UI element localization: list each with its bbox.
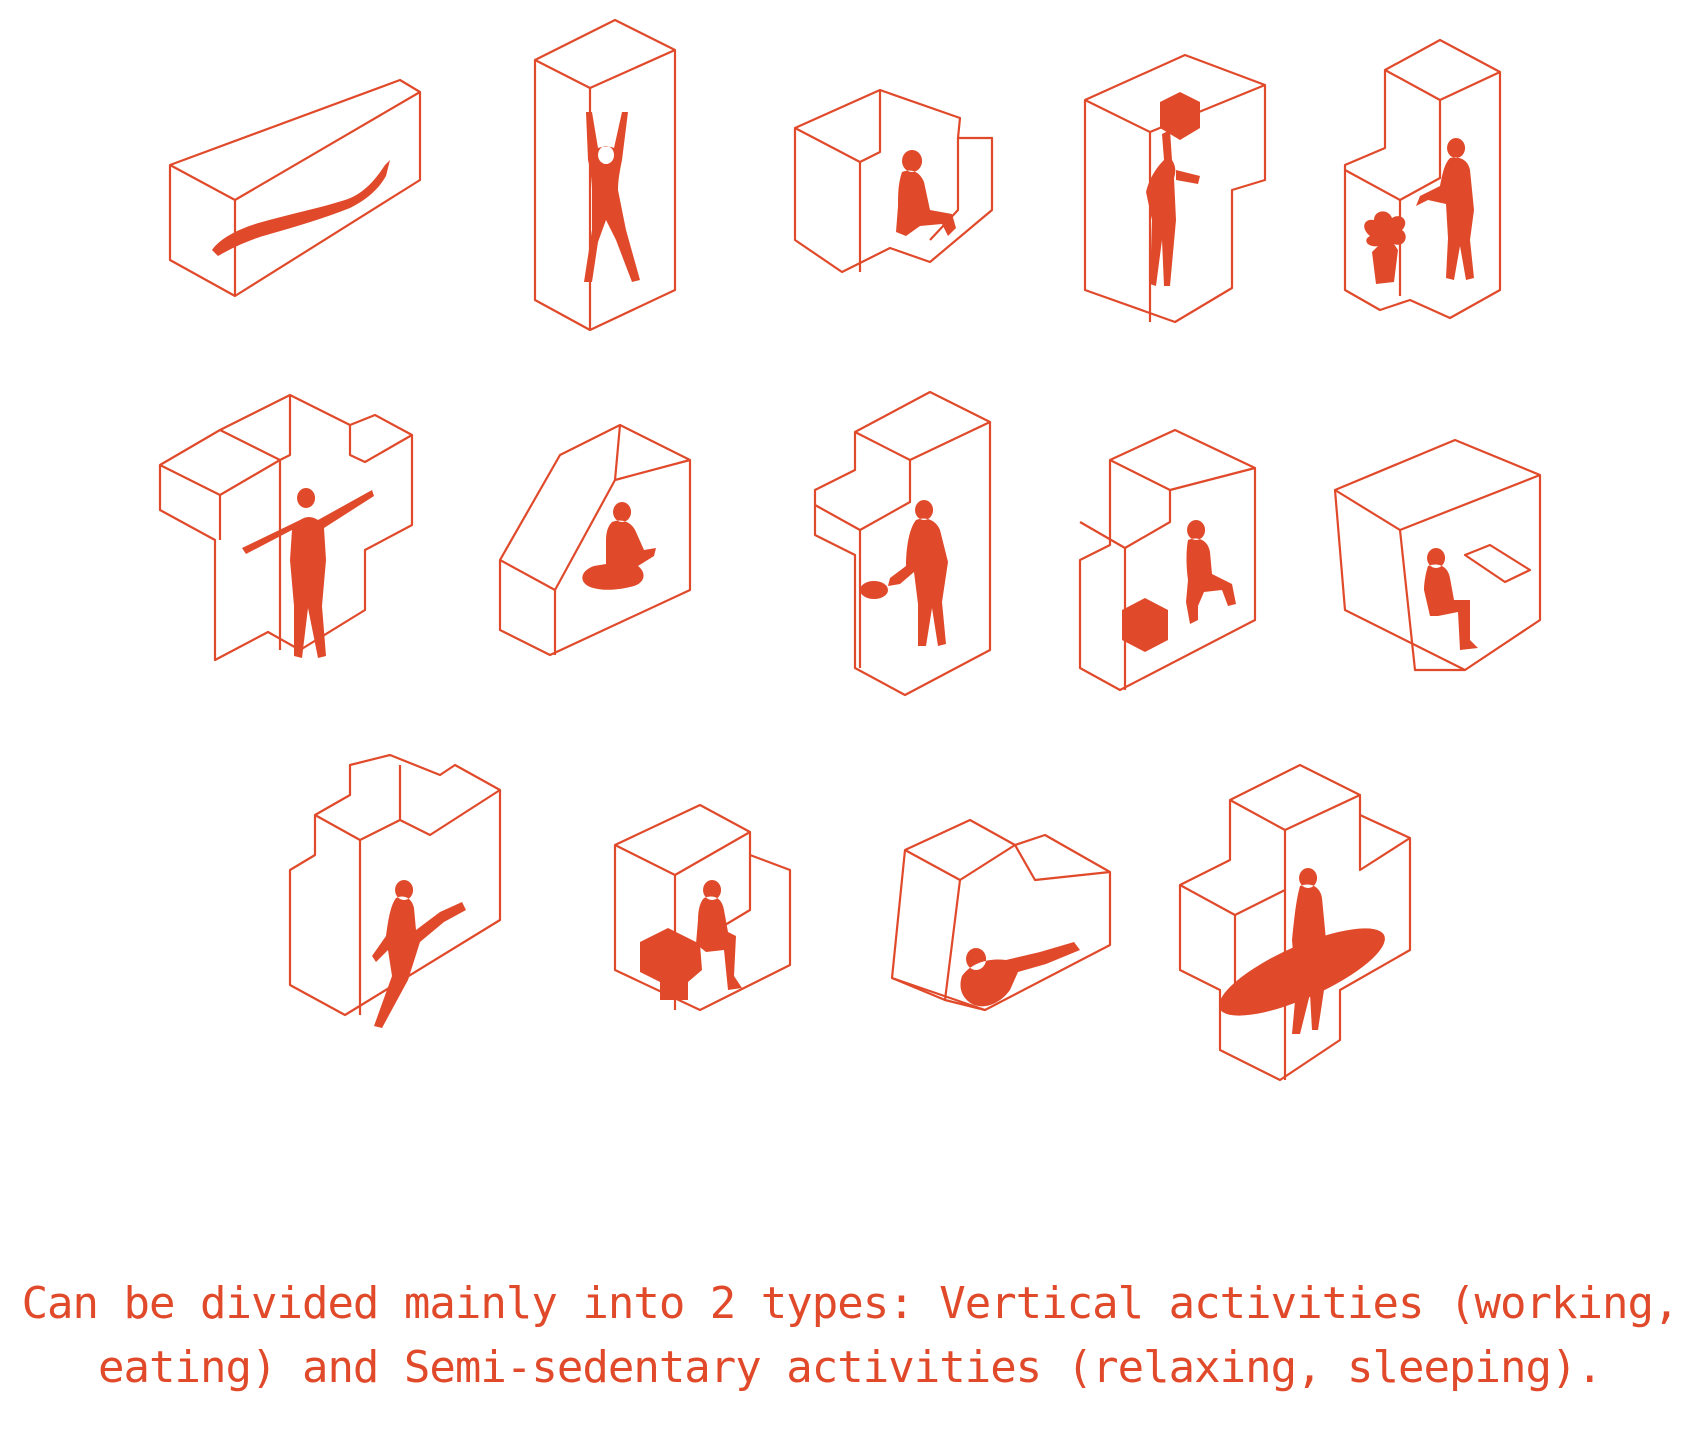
person-meditating-icon	[582, 502, 656, 590]
person-reclining-icon	[960, 942, 1080, 1007]
person-lying-icon	[212, 160, 390, 256]
cube-block-icon	[1122, 598, 1168, 652]
module-box-outline	[1083, 53, 1267, 324]
module-reaching-shelf	[1083, 53, 1267, 324]
module-meditating	[498, 423, 692, 657]
module-box-outline	[793, 88, 994, 274]
module-box-outline	[288, 753, 502, 1017]
person-high-kick-icon	[372, 880, 466, 1028]
module-box-outline	[813, 390, 992, 697]
frying-pan-icon	[860, 581, 888, 599]
module-box-outline	[1333, 438, 1542, 672]
person-sitting-block-icon	[696, 880, 742, 990]
module-holding-surfboard	[1178, 763, 1412, 1082]
module-box-outline	[1078, 428, 1257, 692]
person-sitting-reading-icon	[896, 150, 956, 236]
module-stretching-arms-up	[533, 18, 677, 332]
module-sitting-reading	[793, 88, 994, 274]
activity-diagram	[158, 18, 1542, 1082]
module-sitting-at-table	[1333, 438, 1542, 672]
module-reclining-legs-up	[890, 818, 1112, 1012]
module-lying-down	[168, 78, 422, 298]
module-kicking-box	[1078, 428, 1257, 692]
caption: Can be divided mainly into 2 types: Vert…	[0, 1272, 1700, 1400]
person-cooking-icon	[888, 500, 948, 646]
module-box-outline	[168, 78, 422, 298]
module-high-kick	[288, 753, 502, 1028]
module-cooking	[813, 390, 992, 697]
person-sitting-table-icon	[1424, 548, 1478, 650]
person-reaching-icon	[1146, 130, 1200, 286]
plant-pot-icon	[1364, 211, 1406, 284]
module-box-outline	[498, 423, 692, 657]
person-kicking-icon	[1186, 520, 1236, 624]
module-box-outline	[158, 393, 414, 662]
module-sitting-on-block	[613, 803, 792, 1012]
module-arms-spread	[158, 393, 414, 662]
module-box-outline	[890, 818, 1112, 1012]
cube-block-icon	[1160, 92, 1200, 140]
module-watering-plant	[1343, 38, 1502, 320]
caption-line-2: eating) and Semi-sedentary activities (r…	[98, 1342, 1603, 1393]
person-watering-icon	[1416, 138, 1474, 280]
caption-line-1: Can be divided mainly into 2 types: Vert…	[21, 1278, 1680, 1329]
surfboard-icon	[1219, 928, 1385, 1016]
person-arms-spread-icon	[242, 488, 374, 658]
seat-block-icon	[640, 928, 702, 1000]
module-box-outline	[1343, 38, 1502, 320]
person-arms-up-icon	[584, 112, 640, 282]
